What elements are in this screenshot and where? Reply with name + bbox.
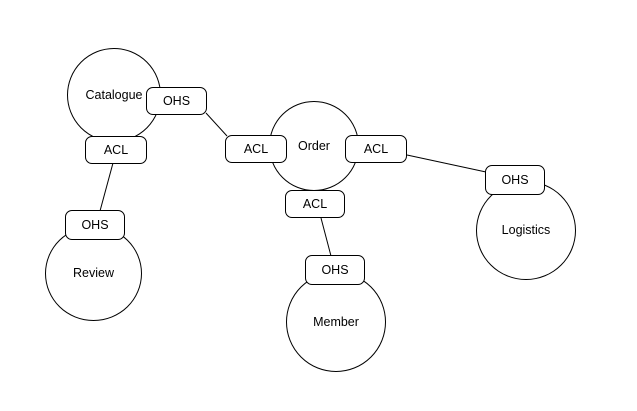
context-review: Review: [45, 226, 142, 321]
context-logistics: Logistics: [476, 181, 576, 280]
port-ohs-member-label: OHS: [321, 262, 349, 277]
port-acl-catalogue: ACL: [85, 136, 147, 164]
port-ohs-review: OHS: [65, 210, 125, 240]
context-order-label: Order: [298, 138, 330, 153]
context-member: Member: [286, 272, 386, 372]
port-ohs-review-label: OHS: [81, 217, 109, 232]
context-logistics-label: Logistics: [501, 223, 551, 238]
context-catalogue-label: Catalogue: [85, 87, 143, 102]
port-acl-order-right-label: ACL: [363, 141, 389, 156]
port-ohs-logistics-label: OHS: [501, 172, 529, 187]
port-ohs-logistics: OHS: [485, 165, 545, 195]
port-acl-order-bottom-label: ACL: [302, 196, 328, 211]
port-ohs-catalogue-label: OHS: [162, 93, 191, 108]
port-ohs-member: OHS: [305, 255, 365, 285]
port-ohs-catalogue: OHS: [146, 87, 207, 115]
port-acl-catalogue-label: ACL: [103, 142, 129, 157]
port-acl-order-left: ACL: [225, 135, 287, 163]
edge-acl-order-right-to-ohs-logistics: [406, 154, 487, 173]
port-acl-order-bottom: ACL: [285, 190, 345, 218]
edge-acl-catalogue-to-ohs-review: [99, 162, 114, 212]
port-acl-order-right: ACL: [345, 135, 407, 163]
context-member-label: Member: [313, 314, 359, 329]
edge-acl-order-bottom-to-ohs-member: [320, 217, 332, 257]
edge-ohs-catalogue-to-acl-order-left: [205, 112, 228, 137]
context-review-label: Review: [73, 266, 114, 281]
port-acl-order-left-label: ACL: [243, 141, 269, 156]
